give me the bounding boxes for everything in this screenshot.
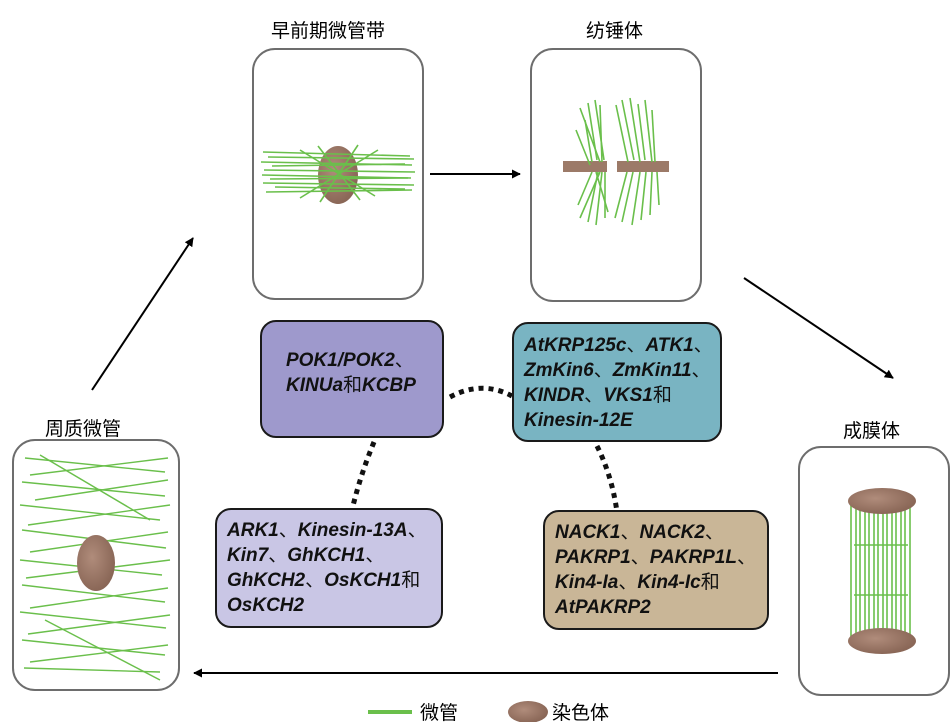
label-phragmoplast: 成膜体 — [843, 420, 901, 442]
spindle-chromosome-left — [563, 161, 607, 172]
legend-chromosome-label: 染色体 — [552, 702, 610, 724]
label-cortical: 周质微管 — [45, 418, 122, 440]
box-atkrp-line-3: Kinesin-12E — [524, 410, 633, 431]
box-atkrp: AtKRP125c、ATK1、 ZmKin6、ZmKin11、 KINDR、VK… — [512, 322, 722, 442]
box-nack-line-2: Kin4-Ia、Kin4-Ic和 — [555, 571, 720, 593]
dotted-connectors — [349, 385, 620, 513]
phragmoplast-cell — [798, 446, 950, 696]
box-nack-line-1: PAKRP1、PAKRP1L、 — [555, 546, 756, 568]
box-nack: NACK1、NACK2、 PAKRP1、PAKRP1L、 Kin4-Ia、Kin… — [543, 510, 769, 630]
box-atkrp-line-1: ZmKin6、ZmKin11、 — [524, 359, 711, 381]
box-atkrp-line-2: KINDR、VKS1和 — [524, 384, 672, 406]
box-ark-line-2: GhKCH2、OsKCH1和 — [227, 569, 421, 591]
phragmoplast-chromosome-bottom — [848, 628, 916, 654]
box-pok-line-1: KINUa和KCBP — [286, 374, 416, 396]
legend-chromosome-swatch — [508, 701, 548, 722]
phragmoplast-microtubules — [850, 498, 911, 640]
box-atkrp-line-0: AtKRP125c、ATK1、 — [524, 334, 713, 356]
box-pok: POK1/POK2、 KINUa和KCBP — [260, 320, 444, 438]
cortical-cell — [12, 439, 180, 691]
spindle-chromosome-right — [617, 161, 669, 172]
cortical-nucleus — [77, 535, 115, 591]
box-nack-line-0: NACK1、NACK2、 — [555, 521, 724, 543]
box-pok-line-0: POK1/POK2、 — [286, 349, 414, 371]
label-spindle: 纺锤体 — [586, 20, 644, 42]
box-ark-line-1: Kin7、GhKCH1、 — [227, 544, 385, 566]
box-ark-line-0: ARK1、Kinesin-13A、 — [227, 519, 427, 541]
preprophase-cell — [252, 48, 424, 300]
box-nack-line-3: AtPAKRP2 — [555, 597, 651, 618]
preprophase-microtubules — [260, 144, 416, 203]
connector-top — [448, 385, 514, 400]
label-preprophase: 早前期微管带 — [271, 20, 386, 42]
arrow-spindle-to-phragmoplast — [743, 277, 894, 379]
box-ark: ARK1、Kinesin-13A、 Kin7、GhKCH1、 GhKCH2、Os… — [215, 508, 443, 628]
connector-left — [349, 441, 377, 511]
cortical-microtubules — [19, 454, 171, 681]
connector-right — [594, 444, 620, 513]
spindle-microtubules — [575, 97, 660, 226]
legend-microtubule-label: 微管 — [420, 702, 459, 724]
spindle-cell — [530, 48, 702, 302]
box-ark-line-3: OsKCH2 — [227, 595, 305, 616]
arrow-cortical-to-preprophase — [91, 237, 194, 391]
phragmoplast-chromosome-top — [848, 488, 916, 514]
